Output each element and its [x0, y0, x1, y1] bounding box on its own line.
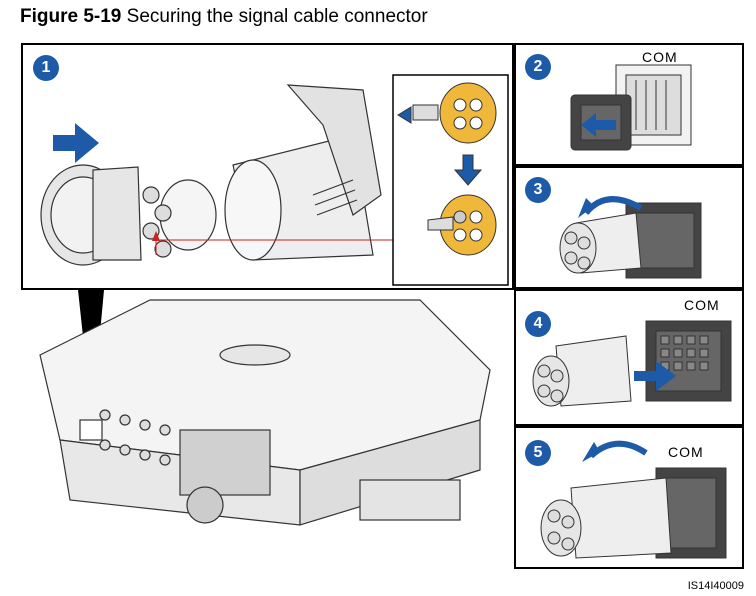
com-port-open-icon [645, 320, 732, 402]
step-5-panel: 5 COM [514, 426, 744, 569]
step-3-badge: 3 [525, 177, 551, 203]
step-4-badge: 4 [525, 311, 551, 337]
insert-arrow-icon [634, 361, 676, 391]
step-4-panel: 4 COM [514, 289, 744, 426]
step-5-illustration [540, 440, 727, 559]
step-4-com-label: COM [684, 297, 720, 313]
figure-number: Figure 5-19 [20, 6, 122, 27]
callout-pointer [78, 290, 104, 420]
image-code: IS14I40009 [687, 580, 744, 592]
step-3-illustration [559, 196, 702, 279]
step-3-panel: 3 [514, 166, 744, 289]
step-5-badge: 5 [525, 440, 551, 466]
cable-connector-icon [532, 335, 632, 407]
connector-housing-icon [224, 84, 382, 261]
connector-secured-icon [540, 467, 727, 559]
step-2-com-label: COM [642, 49, 678, 65]
step-1-illustration [40, 74, 509, 286]
rotate-arrow-icon [588, 440, 648, 459]
step-1-badge: 1 [33, 55, 59, 81]
seal-insert-icon [142, 179, 217, 258]
seal-detail-icon [397, 82, 497, 256]
inverter-icon [39, 299, 491, 526]
step-2-illustration [570, 64, 692, 151]
gland-nut-icon [40, 164, 142, 266]
pull-arrow-icon [581, 113, 616, 137]
push-arrow-icon [53, 123, 99, 163]
step-2-panel: 2 COM [514, 43, 744, 166]
step-5-com-label: COM [668, 444, 704, 460]
step-2-badge: 2 [525, 54, 551, 80]
connector-locking-icon [559, 202, 702, 279]
step-1-panel: 1 [21, 43, 514, 290]
step-4-illustration [532, 320, 732, 407]
figure-title: Figure 5-19 Securing the signal cable co… [20, 6, 428, 28]
figure-caption: Securing the signal cable connector [126, 6, 428, 27]
